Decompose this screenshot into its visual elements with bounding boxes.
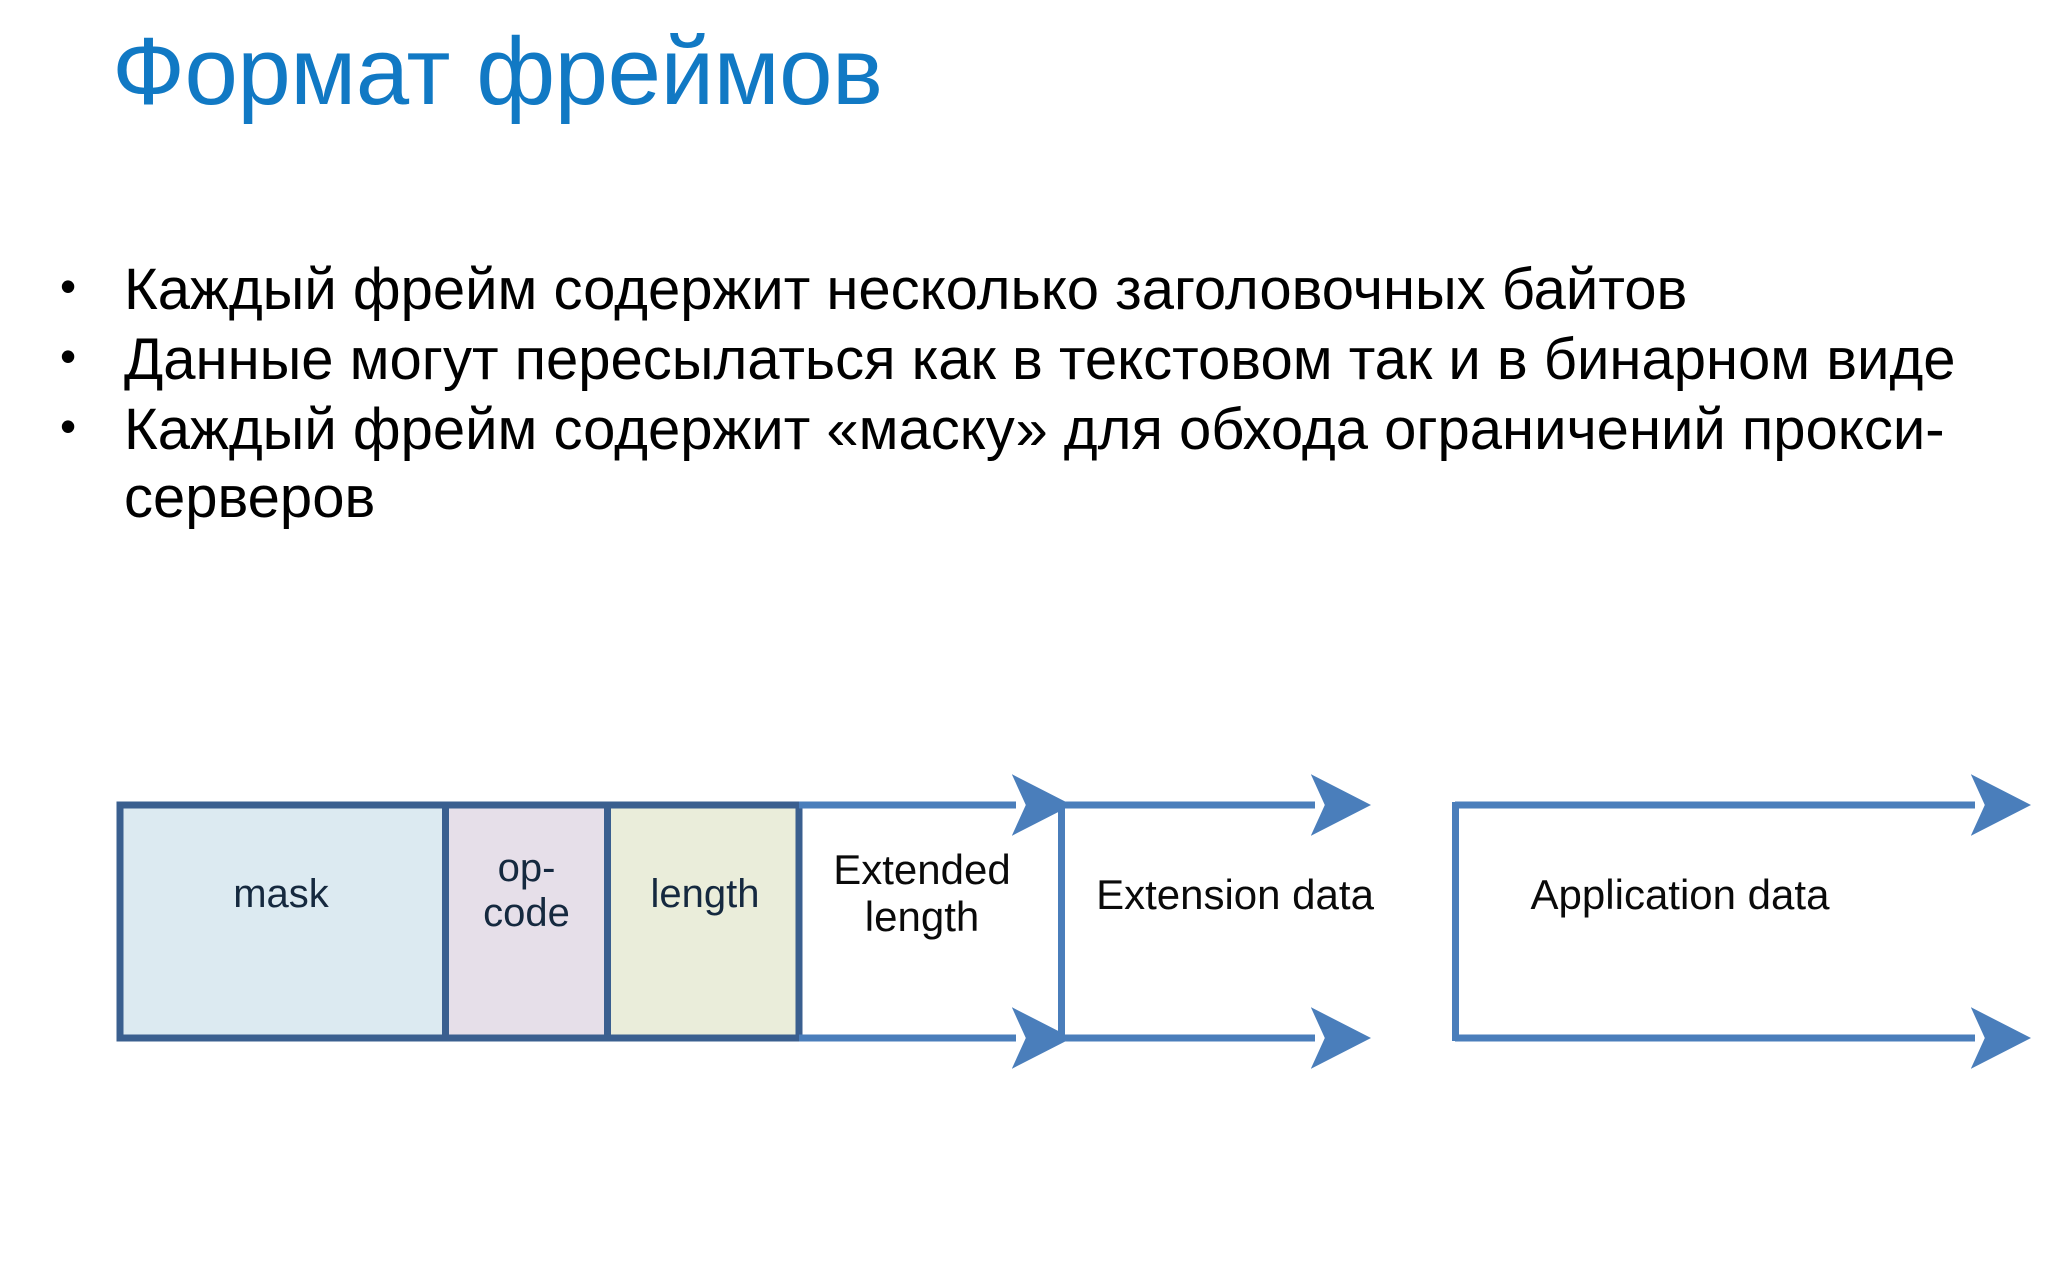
- segment-label-op-code: op- code: [483, 846, 570, 935]
- bullet-marker-icon: •: [60, 329, 77, 382]
- bullet-marker-icon: •: [60, 260, 77, 312]
- list-item-label: Каждый фрейм содержит несколько заголово…: [124, 257, 1688, 322]
- segment-label-length: length: [650, 872, 760, 916]
- page-title: Формат фреймов: [112, 18, 883, 125]
- list-item: • Данные могут пересылаться как в тексто…: [52, 326, 2012, 394]
- list-item: • Каждый фрейм содержит «маску» для обхо…: [52, 396, 2012, 532]
- list-item: • Каждый фрейм содержит несколько заголо…: [52, 256, 2012, 324]
- bullet-list: • Каждый фрейм содержит несколько заголо…: [52, 256, 2012, 533]
- segment-label-mask: mask: [233, 872, 329, 916]
- bullet-marker-icon: •: [60, 399, 77, 452]
- segment-label-extension-data: Extension data: [1096, 871, 1374, 918]
- list-item-label: Данные могут пересылаться как в текстово…: [124, 326, 1956, 392]
- segment-fill-mask: [120, 805, 442, 1038]
- segment-label-extended-length: Extended length: [833, 846, 1011, 941]
- segment-label-application-data: Application data: [1530, 871, 1830, 918]
- list-item-label: Каждый фрейм содержит «маску» для обхода…: [124, 396, 1945, 530]
- segment-fill-length: [611, 805, 799, 1038]
